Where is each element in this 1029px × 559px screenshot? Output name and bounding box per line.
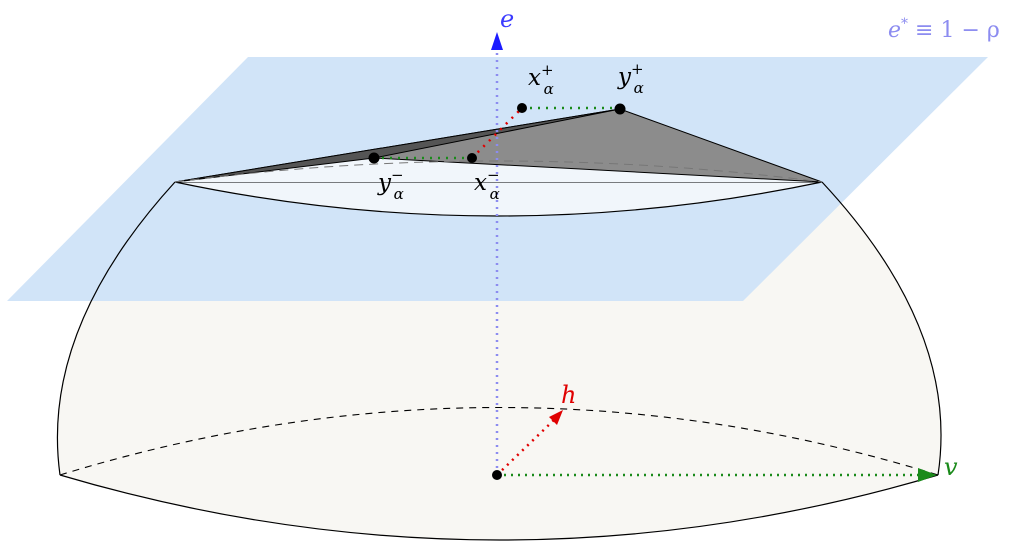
y-minus-label-sub: α bbox=[394, 185, 404, 203]
x-minus-label-sub: α bbox=[490, 185, 500, 203]
v-axis-arrowhead bbox=[918, 468, 937, 482]
y-plus-label-sub: α bbox=[634, 79, 644, 97]
x-minus-label-sup: − bbox=[487, 166, 500, 184]
h-axis-label: h bbox=[561, 381, 576, 409]
plane-label-star: * bbox=[901, 16, 908, 32]
y-minus-label-sup: − bbox=[391, 166, 404, 184]
x-plus-label-sup: + bbox=[541, 61, 554, 79]
y-plus-point bbox=[614, 103, 626, 115]
y-plus-label-base: y bbox=[617, 64, 632, 90]
x-minus-label-base: x bbox=[474, 170, 487, 196]
y-plus-label: y+α bbox=[617, 60, 644, 97]
y-minus-point bbox=[368, 152, 380, 164]
y-plus-label-sup: + bbox=[631, 60, 644, 78]
plane-label-var: e bbox=[888, 18, 901, 43]
cap-right-silhouette bbox=[821, 181, 942, 476]
x-plus-point bbox=[517, 103, 527, 113]
y-minus-label-base: y bbox=[377, 170, 392, 196]
e-axis-arrowhead bbox=[491, 32, 503, 50]
triangle-dark-sliver bbox=[174, 108, 621, 183]
cap-rim-back-dashed bbox=[174, 160, 823, 183]
y-minus-label: y−α bbox=[377, 166, 404, 203]
cap-left-silhouette bbox=[56, 181, 176, 476]
cap-bottom-arc bbox=[59, 474, 939, 541]
plane-label: e* ≡ 1 − ρ bbox=[888, 16, 1000, 43]
x-plus-label: x+α bbox=[528, 61, 554, 98]
v-axis-label: v bbox=[944, 453, 958, 481]
x-minus-point bbox=[467, 153, 477, 163]
e-axis-label: e bbox=[500, 5, 514, 33]
base-dashed-arc bbox=[59, 407, 939, 476]
origin-point bbox=[492, 470, 502, 480]
x-plus-label-sub: α bbox=[544, 80, 554, 98]
plane-label-rest: ≡ 1 − ρ bbox=[908, 18, 1000, 43]
shaded-inner-wedge bbox=[175, 158, 822, 182]
h-axis-arrowhead bbox=[549, 410, 563, 425]
triangle-lower-edge bbox=[373, 157, 823, 183]
x-minus-label: x−α bbox=[474, 166, 500, 203]
x-plus-label-base: x bbox=[528, 65, 541, 91]
